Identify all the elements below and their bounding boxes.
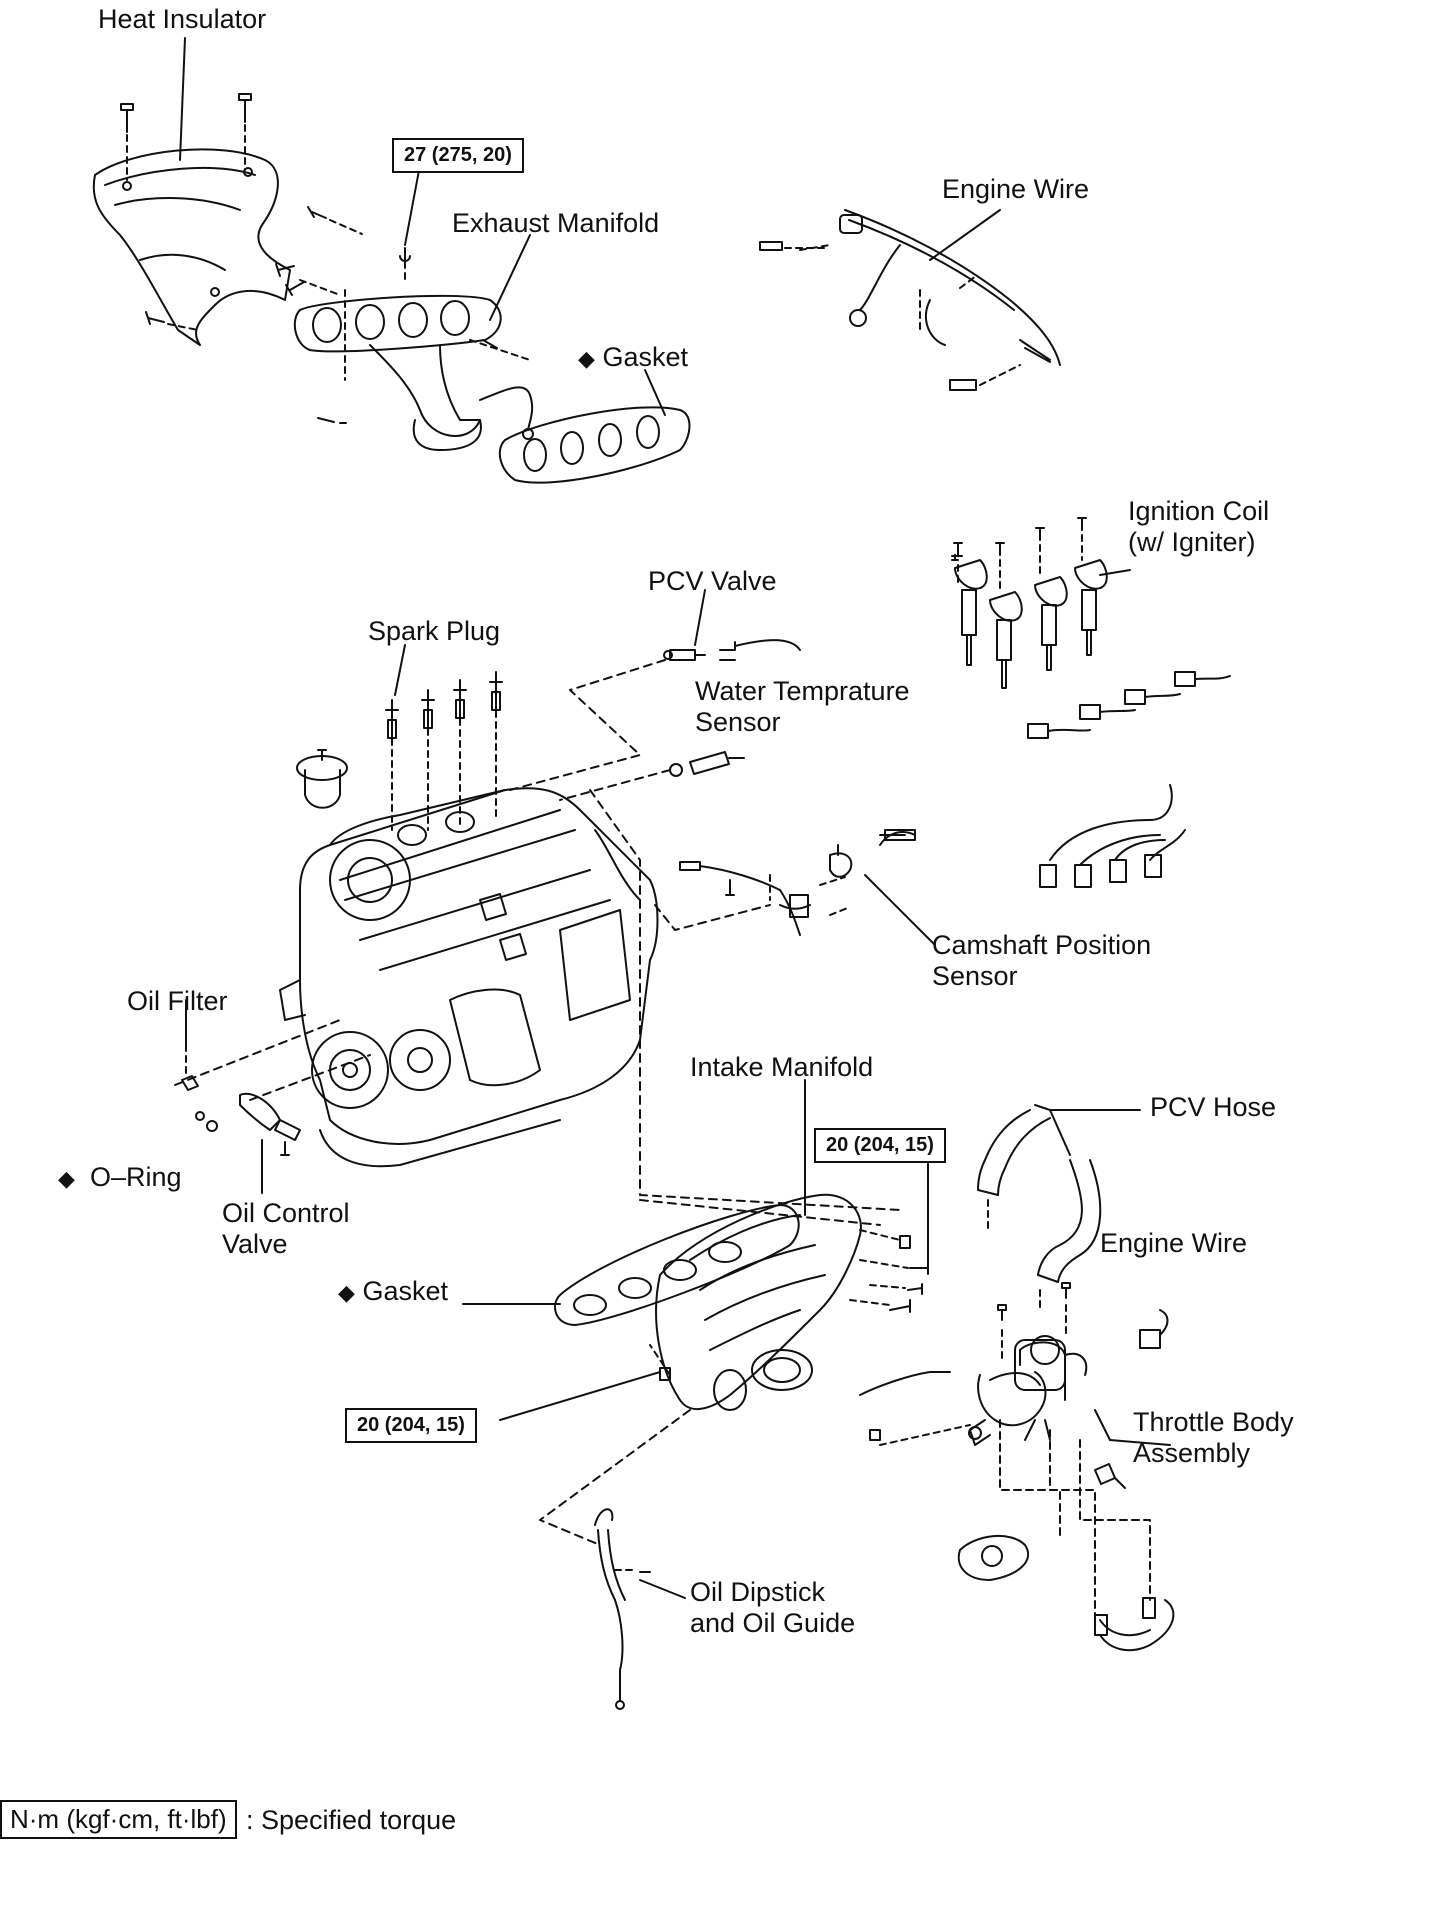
label-gasket-bottom-text: Gasket	[362, 1276, 448, 1306]
label-throttle-line2: Assembly	[1133, 1438, 1251, 1468]
label-engine-wire-top: Engine Wire	[942, 174, 1090, 204]
label-pcv-valve: PCV Valve	[648, 566, 777, 596]
label-intake-manifold: Intake Manifold	[690, 1052, 874, 1082]
torque-box-intake-lower: 20 (204, 15)	[345, 1408, 477, 1443]
label-gasket-bottom: ◆ Gasket	[338, 1276, 448, 1308]
pcv-hose-part	[977, 1109, 1102, 1311]
label-water-temp-line1: Water Temprature	[695, 676, 910, 706]
intake-bolts	[649, 1229, 929, 1381]
intake-gasket-part	[554, 1204, 800, 1326]
label-gasket-top-text: Gasket	[602, 342, 688, 372]
oil-control-valve-part	[239, 1092, 301, 1156]
throttle-bolts	[859, 1282, 1071, 1446]
water-bypass-hose-part	[999, 1419, 1175, 1652]
heat-insulator-part	[92, 148, 291, 346]
oil-dipstick-part	[594, 1508, 651, 1710]
camshaft-sensor-part	[654, 829, 916, 936]
diamond-marker: ◆	[338, 1280, 355, 1305]
label-throttle-line1: Throttle Body	[1133, 1407, 1294, 1437]
spark-plugs-part	[385, 671, 503, 831]
throttle-gasket-part	[957, 1534, 1030, 1581]
legend-torque-text: : Specified torque	[246, 1805, 457, 1835]
label-oil-filter: Oil Filter	[127, 986, 228, 1016]
label-gasket-top: ◆ Gasket	[578, 342, 688, 374]
vacuum-valve-part	[296, 749, 348, 809]
label-o-ring-text: O–Ring	[89, 1162, 182, 1192]
coil-connectors	[1027, 671, 1231, 739]
label-o-ring: ◆ O–Ring	[58, 1162, 181, 1194]
insulator-bolts	[120, 93, 363, 331]
label-ignition-coil-line2: (w/ Igniter)	[1128, 527, 1256, 557]
label-oil-control-line2: Valve	[222, 1229, 288, 1259]
water-temp-sensor-part	[669, 751, 745, 777]
diamond-marker: ◆	[578, 346, 595, 371]
coil-harness	[1039, 784, 1186, 888]
engine-wire-top-part	[759, 209, 1061, 391]
pcv-valve-part	[663, 639, 801, 661]
label-oil-control-line1: Oil Control	[222, 1198, 350, 1228]
label-dipstick-line2: and Oil Guide	[690, 1608, 856, 1638]
label-heat-insulator: Heat Insulator	[98, 4, 267, 34]
label-ignition-coil-line1: Ignition Coil	[1128, 496, 1270, 526]
oil-filter-part	[181, 1044, 218, 1132]
legend-torque-unit: N·m (kgf·cm, ft·lbf)	[0, 1800, 237, 1839]
exhaust-manifold-part	[293, 294, 534, 451]
engine-block-part	[279, 787, 659, 1168]
label-exhaust-manifold: Exhaust Manifold	[452, 208, 660, 238]
label-camshaft-line2: Sensor	[932, 961, 1018, 991]
throttle-body-part	[968, 1335, 1088, 1446]
diamond-marker: ◆	[58, 1166, 75, 1191]
torque-box-intake-upper: 20 (204, 15)	[814, 1128, 946, 1163]
exhaust-gasket-part	[498, 406, 691, 484]
label-camshaft-line1: Camshaft Position	[932, 930, 1152, 960]
label-pcv-hose: PCV Hose	[1150, 1092, 1277, 1122]
torque-box-exhaust: 27 (275, 20)	[392, 138, 524, 173]
label-spark-plug: Spark Plug	[368, 616, 501, 646]
label-dipstick-line1: Oil Dipstick	[690, 1577, 826, 1607]
label-engine-wire-bottom: Engine Wire	[1100, 1228, 1248, 1258]
label-water-temp-line2: Sensor	[695, 707, 781, 737]
throttle-connector	[1094, 1309, 1169, 1489]
ignition-coils-part	[951, 517, 1108, 689]
intake-manifold-part	[655, 1193, 862, 1411]
